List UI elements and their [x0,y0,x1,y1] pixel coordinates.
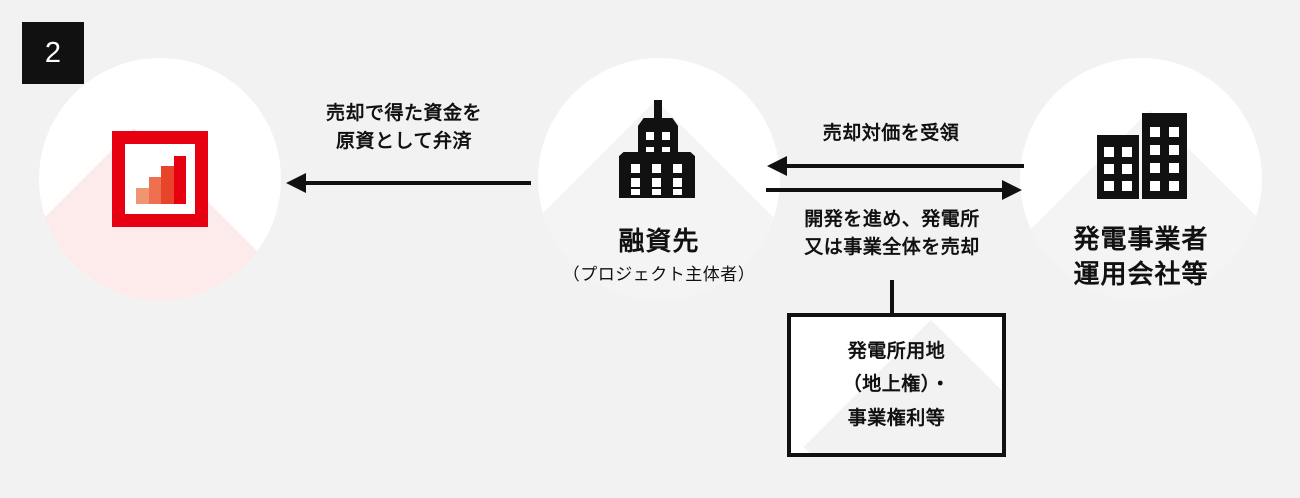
building-window [1122,147,1132,157]
building-window [1104,164,1114,174]
chart-bar-4 [173,156,186,204]
chart-bar-2 [148,177,161,204]
edge-label-sale: 開発を進め、発電所 又は事業全体を売却 [804,209,980,258]
tower-window [631,164,640,173]
building-window [1169,127,1179,137]
building-window [1150,145,1160,155]
chart-bar-1 [136,188,149,204]
asset-box-text: 発電所用地 （地上権）・ 事業権利等 [842,341,951,429]
tower-window [631,189,640,195]
building-window [1169,163,1179,173]
arrow-head-sale [1002,180,1022,200]
arrow-line-sale [766,188,1002,192]
building-window [1150,181,1160,191]
chart-bars [136,156,186,204]
building-window [1169,145,1179,155]
tower-window [673,178,682,187]
connector-line-asset [890,280,894,316]
asset-box: 発電所用地 （地上権）・ 事業権利等 [787,313,1006,457]
building-tall [1142,113,1187,199]
edge-label-repayment: 売却で得た資金を 原資として弁済 [325,103,482,152]
tower-window [652,178,661,187]
node-circle-operator [1020,58,1262,300]
building-short [1097,135,1139,199]
arrow-line-proceeds [786,164,1024,168]
node-subtitle-borrower: （プロジェクト主体者） [562,265,756,285]
tower-window [673,189,682,195]
tower-lower-section [619,152,695,198]
building-window [1104,147,1114,157]
node-label-operator: 発電事業者 運用会社等 [981,222,1300,292]
tower-building-icon [611,100,701,198]
building-window [1122,164,1132,174]
tower-window [652,164,661,173]
edge-label-proceeds: 売却対価を受領 [822,123,960,144]
tower-window [662,132,670,140]
step-number-badge: 2 [22,22,84,84]
tower-window [646,132,654,140]
building-window [1104,181,1114,191]
tower-window [631,178,640,187]
twin-buildings-icon [1097,113,1189,199]
arrow-line-repayment [305,181,531,185]
building-window [1122,181,1132,191]
chart-bar-3 [161,166,174,204]
building-window [1150,127,1160,137]
arrow-head-repayment [286,173,306,193]
building-window [1150,163,1160,173]
node-title-operator: 発電事業者 運用会社等 [1073,224,1209,290]
tower-window [673,164,682,173]
arrow-head-proceeds [767,156,787,176]
bar-chart-icon [112,131,208,227]
tower-window [652,189,661,195]
building-window [1169,181,1179,191]
